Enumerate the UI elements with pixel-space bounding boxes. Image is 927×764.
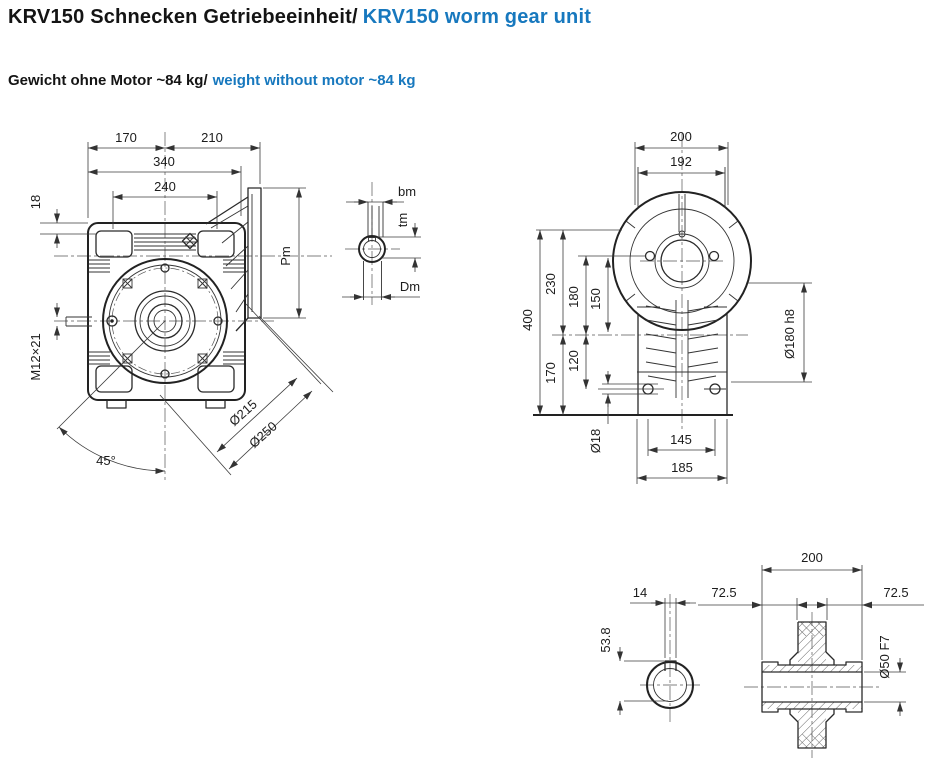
input-key-lines [367, 202, 384, 238]
diagonal-pads [122, 278, 208, 364]
dim-label-pm: Pm [278, 246, 293, 266]
dim-label-dia180h8: Ø180 h8 [782, 309, 797, 359]
dim-label-72-5-left: 72.5 [711, 585, 736, 600]
hollow-shaft-drawing: 14 53.8 200 [598, 550, 924, 758]
dim-label-185: 185 [671, 460, 693, 475]
dim-label-340: 340 [153, 154, 175, 169]
shaft-section-view: 200 72.5 72.5 Ø50 F7 [698, 550, 924, 758]
front-view-dimensions: 170 210 340 240 18 M12×21 Pm 45° [28, 130, 334, 476]
corner-pad [95, 365, 133, 393]
dim-label-bm: bm [398, 184, 416, 199]
dim-label-170: 170 [115, 130, 137, 145]
corner-pad [95, 230, 133, 258]
dim-label-d250: Ø250 [246, 418, 280, 450]
weight-note: Gewicht ohne Motor ~84 kg/weight without… [8, 72, 416, 89]
flange-bolt-holes [106, 263, 223, 379]
hub-upper-outline [789, 621, 835, 665]
section-hatch [762, 702, 862, 709]
cooling-fins-sides [89, 259, 244, 365]
hub-crosshatch [798, 622, 826, 636]
dim-label-dm: Dm [400, 279, 420, 294]
page-title: KRV150 Schnecken Getriebeeinheit/KRV150 … [8, 6, 591, 29]
dim-label-210: 210 [201, 130, 223, 145]
breather-plug-icon [181, 232, 199, 250]
m12-stud [65, 316, 92, 327]
dim-label-14: 14 [633, 585, 647, 600]
dim-label-145: 145 [670, 432, 692, 447]
section-hatch [762, 665, 862, 672]
input-bore [660, 239, 704, 283]
front-view: 170 210 340 240 18 M12×21 Pm 45° [28, 130, 334, 480]
dim-label-120: 120 [566, 350, 581, 372]
dim-label-192: 192 [670, 154, 692, 169]
dim-label-72-5-right: 72.5 [883, 585, 908, 600]
foot-tab [205, 399, 226, 409]
dim-label-53-8: 53.8 [598, 627, 613, 652]
flange-hole [708, 250, 720, 262]
sleeve-outline [761, 661, 863, 713]
input-shaft-section: bm tm Dm [342, 182, 421, 305]
side-cooling-fins [645, 300, 719, 398]
dim-label-400: 400 [520, 309, 535, 331]
dim-label-240: 240 [154, 179, 176, 194]
worm-housing-inner-circle [629, 208, 735, 314]
corner-pad [197, 230, 235, 258]
input-boss [654, 233, 710, 289]
page-title-german: KRV150 Schnecken Getriebeeinheit/ [8, 6, 358, 28]
circle-ribs [625, 194, 739, 302]
cooling-fins-top [134, 233, 196, 251]
top-rib-end [678, 230, 686, 238]
hub-crosshatch [798, 734, 826, 748]
output-inner-circle [153, 309, 177, 333]
dim-label-170: 170 [543, 362, 558, 384]
gearbox-housing-outline [87, 222, 246, 401]
weight-note-german: Gewicht ohne Motor ~84 kg/ [8, 72, 208, 89]
hub-lower-outline [789, 709, 835, 749]
dim-label-18: 18 [28, 195, 43, 209]
weight-note-english: weight without motor ~84 kg [212, 72, 416, 89]
dim-label-dia50f7: Ø50 F7 [877, 635, 892, 678]
motor-bell-flange [205, 187, 262, 332]
input-shaft-circle [358, 235, 386, 263]
input-keyway [368, 237, 376, 242]
flange-step-circle [108, 264, 222, 378]
output-bore-circle [147, 303, 183, 339]
shaft-end-view: 14 53.8 [598, 585, 700, 722]
output-flange-circle [102, 258, 228, 384]
page-title-english: KRV150 worm gear unit [362, 6, 592, 28]
dim-label-tm: tm [395, 213, 410, 227]
dim-label-180: 180 [566, 286, 581, 308]
output-boss-circle [134, 290, 196, 352]
dim-label-dia18: Ø18 [588, 429, 603, 454]
flange-hole [644, 250, 656, 262]
dim-label-d215: Ø215 [226, 396, 260, 428]
side-view-dimensions: 200 192 400 230 170 180 120 150 Ø18 [520, 129, 812, 484]
shaft-keyway [664, 660, 677, 671]
dim-label-150: 150 [588, 288, 603, 310]
dim-label-200-shaft: 200 [801, 550, 823, 565]
dim-label-m12x21: M12×21 [28, 333, 43, 380]
dim-label-200: 200 [670, 129, 692, 144]
input-bore-circle [363, 240, 381, 258]
dim-label-230: 230 [543, 273, 558, 295]
foot-tab [106, 399, 127, 409]
input-shaft-dimensions: bm tm Dm [342, 184, 421, 300]
worm-housing-circle [612, 191, 752, 331]
dim-label-45deg: 45° [96, 453, 116, 468]
output-step-circle [139, 295, 191, 347]
side-view: 200 192 400 230 170 180 120 150 Ø18 [520, 129, 812, 484]
